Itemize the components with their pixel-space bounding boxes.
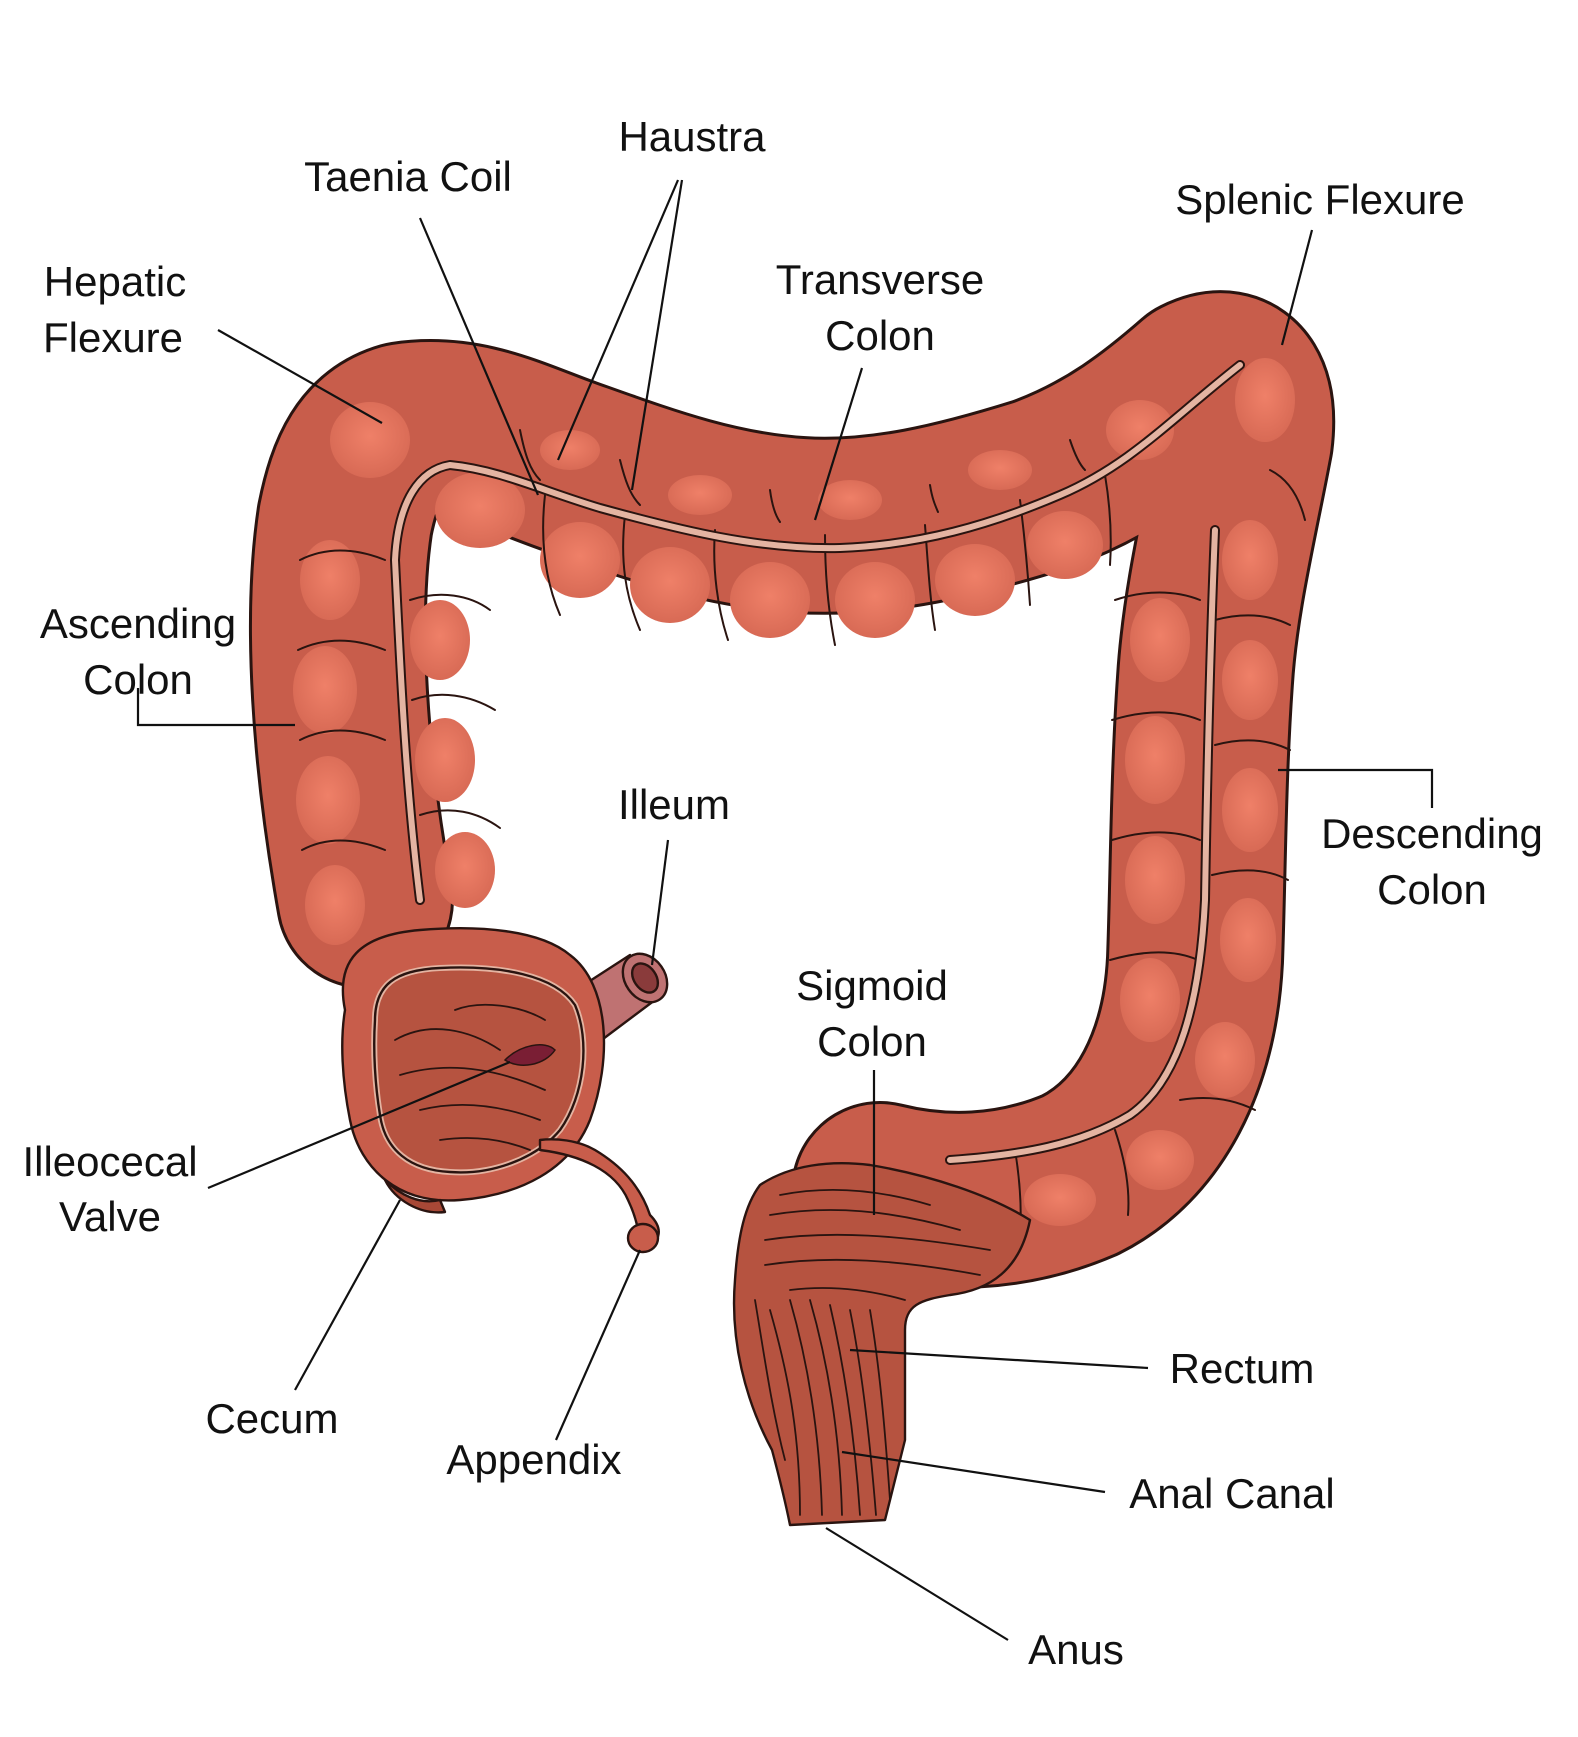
leader-transverse (813, 367, 864, 521)
haustra-transverse (435, 358, 1295, 638)
label-haustra: Haustra (618, 113, 766, 160)
label-ascending-colon-line1: Ascending (40, 600, 236, 647)
leader-haustra-left (556, 179, 680, 461)
label-illeocecal-valve-line2: Valve (59, 1193, 161, 1240)
leader-taenia (418, 217, 540, 496)
leader-illeum (650, 839, 670, 966)
label-descending-colon-line2: Colon (1377, 866, 1487, 913)
cecum-pouch (341, 927, 606, 1214)
leader-anal-canal (841, 1450, 1106, 1494)
leader-splenic (1280, 229, 1314, 346)
label-anus: Anus (1028, 1626, 1124, 1673)
leader-ascending (136, 688, 295, 727)
label-sigmoid-colon-line2: Colon (817, 1018, 927, 1065)
leader-descending (1278, 768, 1434, 808)
label-descending-colon-line1: Descending (1321, 810, 1543, 857)
label-hepatic-flexure-line1: Hepatic (44, 258, 186, 305)
leader-cecum (294, 1199, 401, 1391)
label-hepatic-flexure-line2: Flexure (43, 314, 183, 361)
label-appendix: Appendix (446, 1436, 621, 1483)
label-illeocecal-valve-line1: Illeocecal (22, 1138, 197, 1185)
label-splenic-flexure: Splenic Flexure (1175, 176, 1464, 223)
label-transverse-colon-line1: Transverse (776, 256, 985, 303)
haustra-descending (1024, 520, 1278, 1226)
label-transverse-colon-line2: Colon (825, 312, 935, 359)
leader-haustra-right (630, 179, 684, 491)
leader-rectum (849, 1348, 1149, 1370)
leader-appendix (554, 1249, 642, 1441)
leader-hepatic (217, 329, 383, 424)
labels: Haustra Taenia Coil Splenic Flexure Hepa… (22, 113, 1542, 1673)
leader-illeocecal (207, 1060, 511, 1190)
label-rectum: Rectum (1170, 1345, 1315, 1392)
label-ascending-colon-line2: Colon (83, 656, 193, 703)
leader-anus (825, 1527, 1009, 1641)
appendix-shape (538, 1138, 660, 1254)
label-illeum: Illeum (618, 781, 730, 828)
label-taenia-coil: Taenia Coil (304, 153, 512, 200)
haustra-ascending (293, 402, 495, 945)
label-anal-canal: Anal Canal (1129, 1470, 1334, 1517)
leader-lines (136, 179, 1434, 1641)
label-cecum: Cecum (205, 1395, 338, 1442)
colon-illustration (248, 290, 1336, 1527)
label-sigmoid-colon-line1: Sigmoid (796, 962, 948, 1009)
sigmoid-rectum (732, 1162, 1032, 1527)
